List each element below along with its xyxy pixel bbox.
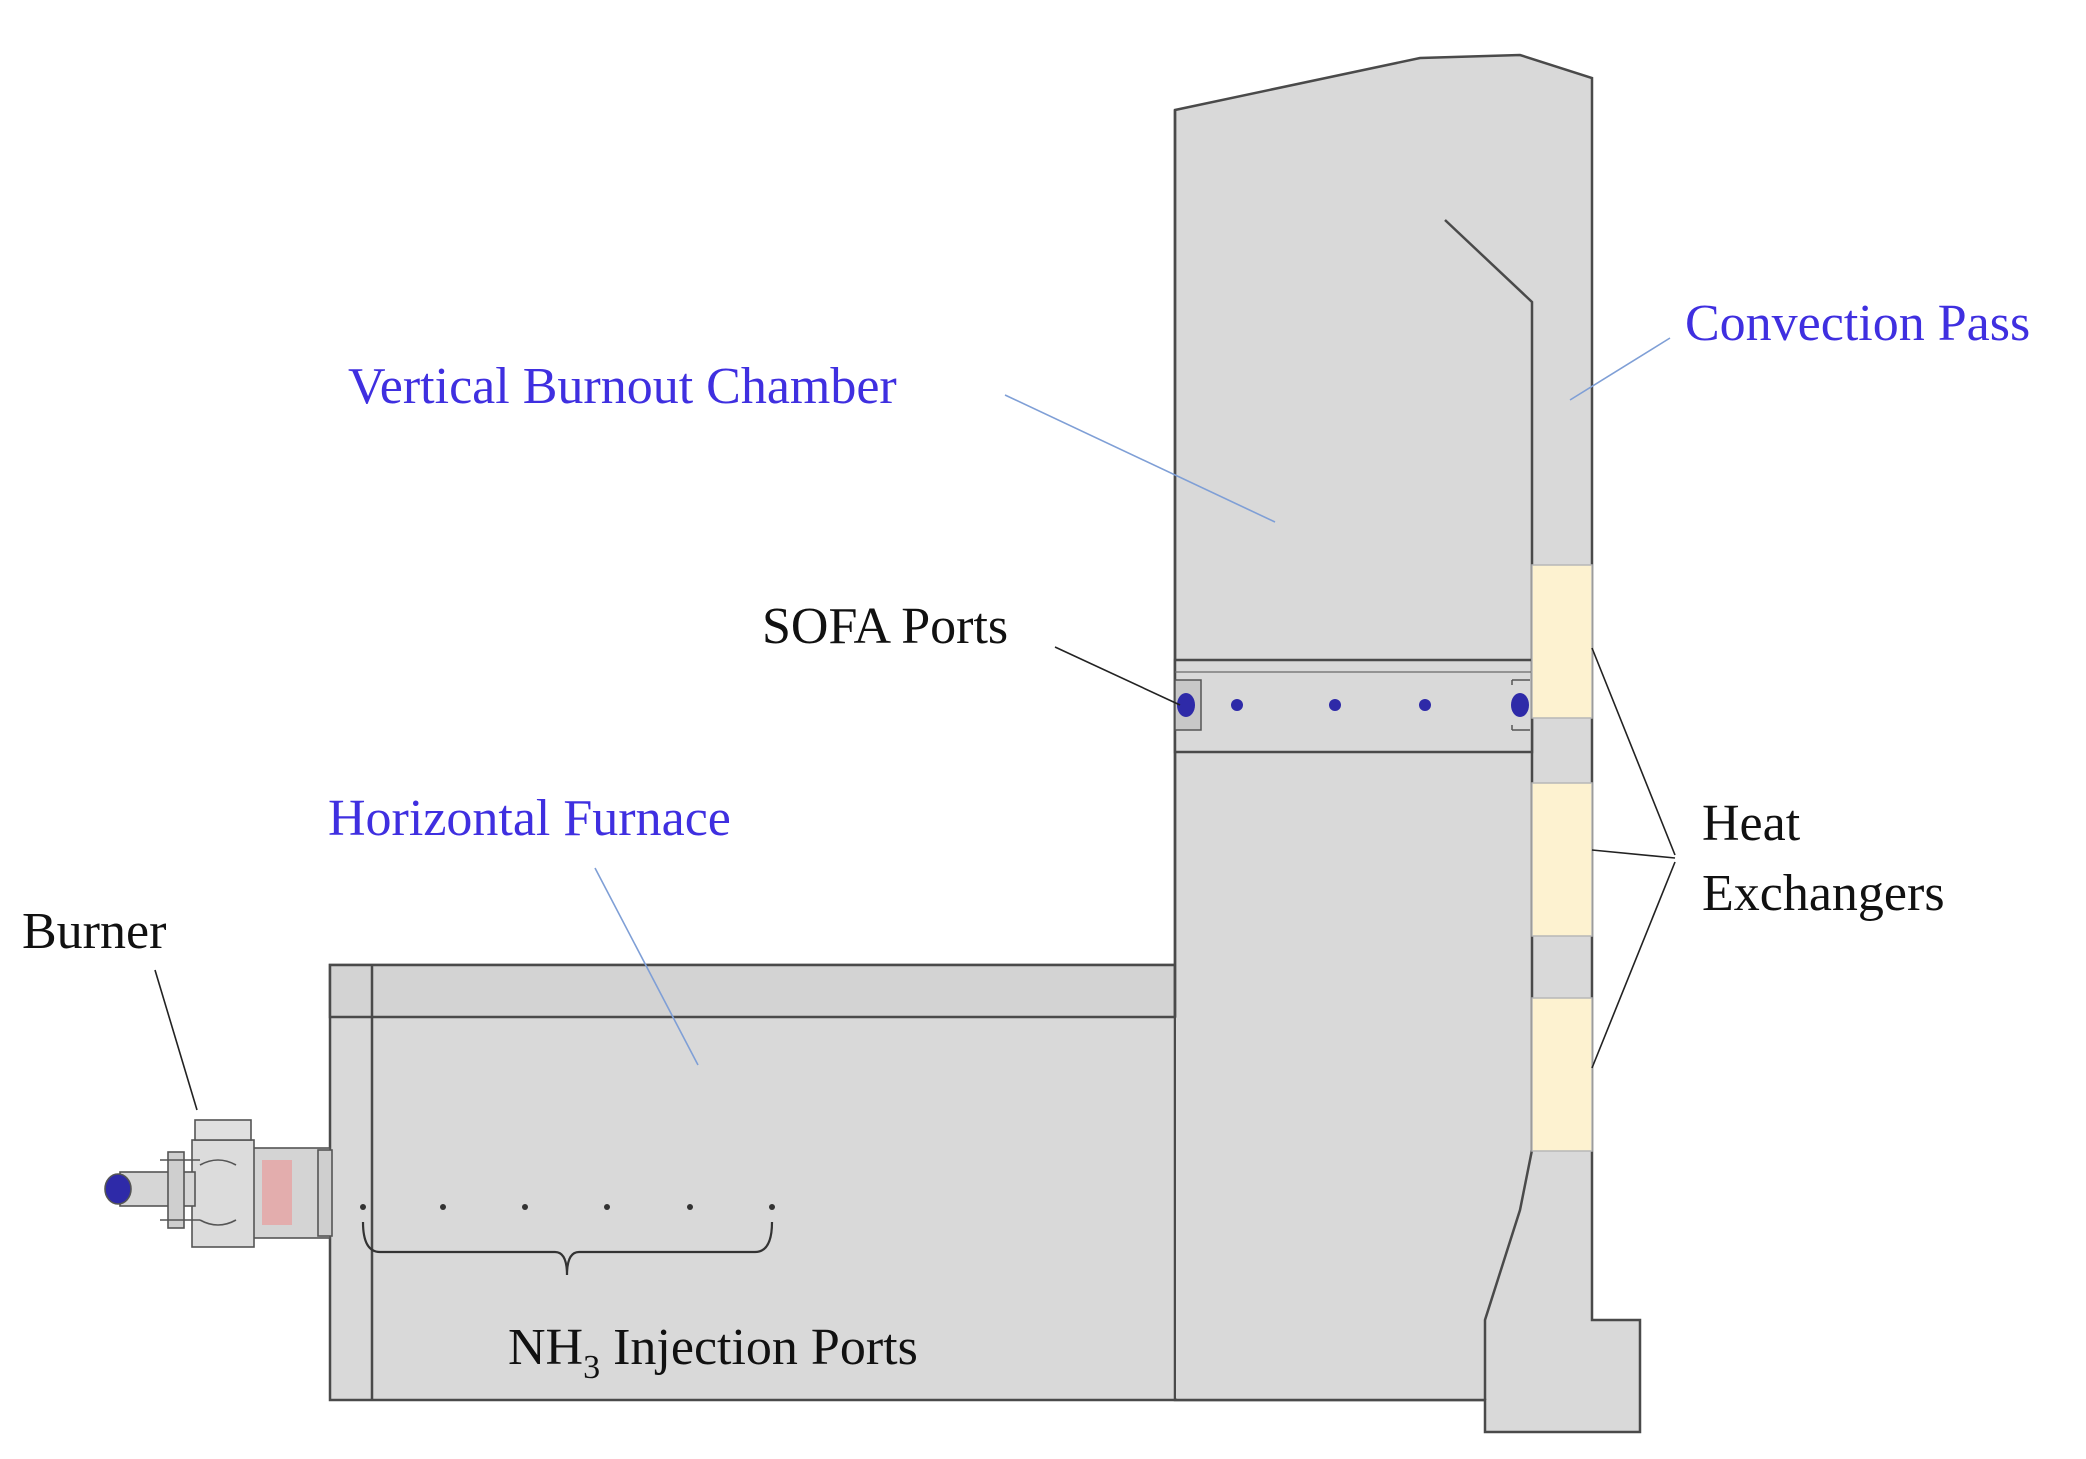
sofa-end-cap-right bbox=[1511, 679, 1530, 731]
vertical-burnout-chamber-label: Vertical Burnout Chamber bbox=[348, 358, 897, 415]
sofa-port bbox=[1511, 693, 1529, 717]
sofa-port bbox=[1231, 699, 1243, 711]
sofa-port bbox=[1329, 699, 1341, 711]
horizontal-furnace-roof bbox=[328, 963, 1177, 1019]
heat-exchanger-upper bbox=[1531, 564, 1593, 719]
sofa-ports-label: SOFA Ports bbox=[762, 598, 1008, 655]
heat-exchanger-leader-middle bbox=[1591, 849, 1676, 859]
burner-housing bbox=[191, 1139, 255, 1248]
sofa-port bbox=[1419, 699, 1431, 711]
horizontal-furnace-leader bbox=[594, 867, 699, 1066]
heat-exchanger-middle bbox=[1531, 782, 1593, 937]
junction-fill bbox=[1176, 1018, 1186, 1398]
sofa-ports-leader bbox=[1054, 646, 1181, 706]
nh3-injection-ports bbox=[360, 1204, 775, 1210]
burner-assembly bbox=[104, 1119, 333, 1248]
exchangers-label: Exchangers bbox=[1702, 865, 1945, 922]
convection-pass-leader bbox=[1569, 337, 1671, 401]
nh3-subscript: 3 bbox=[583, 1349, 600, 1386]
heat-exchanger-lower bbox=[1531, 997, 1593, 1152]
burner-cap bbox=[194, 1119, 252, 1141]
nh3-port bbox=[440, 1204, 446, 1210]
sofa-ports bbox=[1177, 693, 1529, 717]
burner-rod bbox=[167, 1151, 185, 1229]
nh3-port bbox=[604, 1204, 610, 1210]
horizontal-furnace-label: Horizontal Furnace bbox=[328, 790, 731, 847]
nh3-suffix: Injection Ports bbox=[600, 1319, 918, 1376]
convection-baffle bbox=[1444, 219, 1534, 1400]
heat-exchanger-leader-upper bbox=[1591, 647, 1676, 856]
nh3-brace bbox=[361, 1221, 774, 1276]
nh3-port bbox=[687, 1204, 693, 1210]
heat-exchanger-leader-lower bbox=[1591, 861, 1676, 1069]
heat-label: Heat bbox=[1702, 795, 1801, 852]
nh3-port bbox=[769, 1204, 775, 1210]
vertical-burnout-leader bbox=[1004, 394, 1276, 523]
convection-pass-label: Convection Pass bbox=[1685, 295, 2030, 352]
burner-nozzle bbox=[104, 1173, 132, 1205]
burner-label: Burner bbox=[22, 903, 166, 960]
nh3-injection-ports-label: NH3 Injection Ports bbox=[508, 1319, 918, 1386]
burner-accent bbox=[262, 1160, 292, 1225]
leader-lines bbox=[154, 337, 1676, 1111]
boiler-body bbox=[328, 53, 1642, 1434]
sofa-port-band bbox=[1173, 658, 1534, 754]
burner-swirl bbox=[199, 1159, 237, 1226]
nh3-port bbox=[522, 1204, 528, 1210]
burner-flange bbox=[317, 1149, 333, 1237]
nh3-prefix: NH bbox=[508, 1319, 583, 1376]
burner-leader bbox=[154, 969, 198, 1111]
sofa-port bbox=[1177, 693, 1195, 717]
nh3-port bbox=[360, 1204, 366, 1210]
